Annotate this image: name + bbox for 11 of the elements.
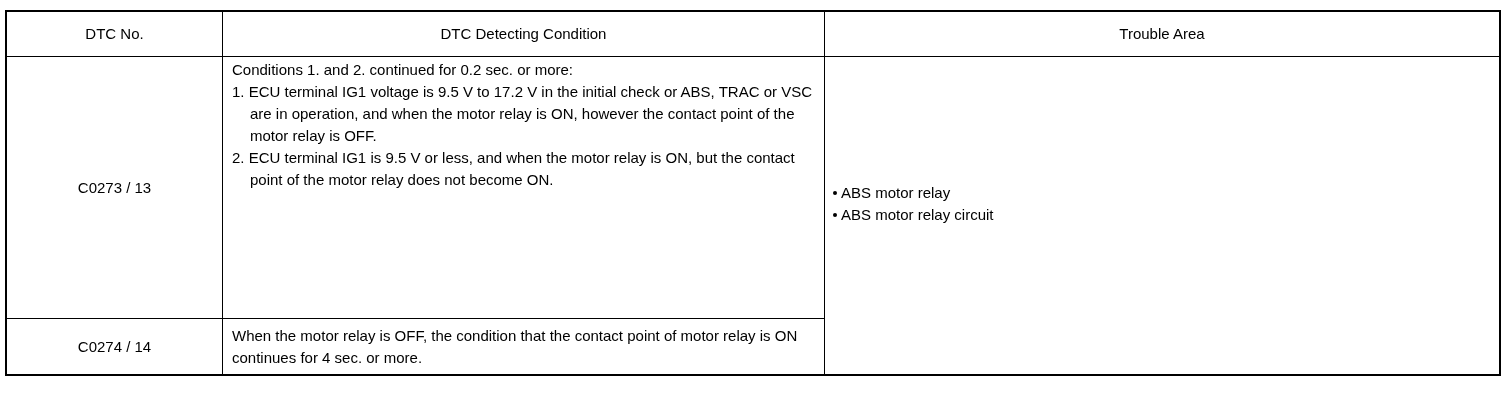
column-header: Trouble Area — [1119, 24, 1205, 44]
column-header: DTC No. — [85, 24, 144, 44]
list-item: 2. ECU terminal IG1 is 9.5 V or less, and when the motor relay is ON, but the contact point of the motor relay does not become ON. — [232, 148, 796, 190]
column-header: DTC Detecting Condition — [440, 24, 607, 44]
condition-text: Conditions 1. and 2. continued for 0.2 sec. or more: — [232, 60, 575, 80]
list-item: 1. ECU terminal IG1 voltage is 9.5 V to 17.2 V in the initial check or ABS, TRAC or VSC are in operation, and when the motor relay is ON, however the contact point of the motor relay is OFF. — [232, 82, 813, 146]
trouble-item: ABS motor relay circuit — [841, 204, 994, 225]
dtc-code: C0274 / 14 — [77, 336, 152, 357]
trouble-item: ABS motor relay — [841, 182, 951, 203]
dtc-code: C0273 / 13 — [77, 177, 152, 198]
condition-text: When the motor relay is OFF, the condition that the contact point of motor relay is ON continues for 4 sec. or more. — [232, 325, 799, 368]
